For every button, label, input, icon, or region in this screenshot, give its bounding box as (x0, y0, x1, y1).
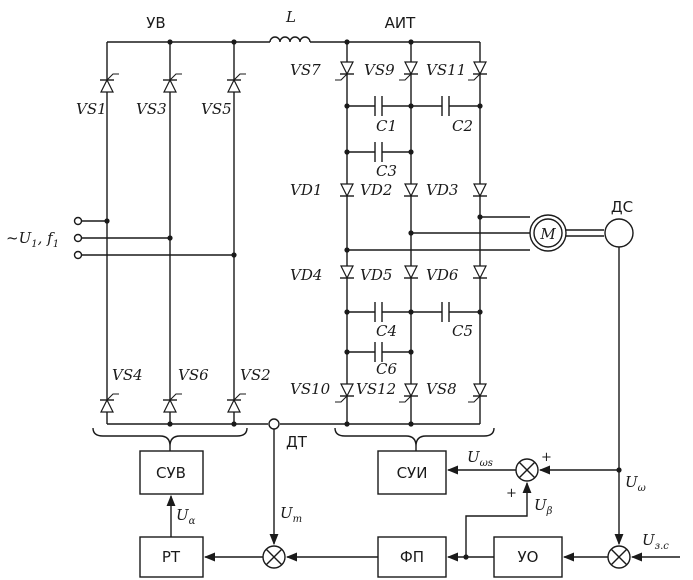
rectifier-header: УВ (146, 14, 165, 32)
thyristor-vs11-icon (468, 61, 487, 81)
block-suv-label: СУВ (156, 464, 186, 482)
label-vd3: VD3 (426, 181, 458, 199)
diode-vd1-icon (340, 183, 354, 198)
thyristor-vs2-icon (227, 393, 246, 413)
label-vs3: VS3 (136, 100, 167, 118)
label-vs2: VS2 (240, 366, 271, 384)
label-vs6: VS6 (178, 366, 209, 384)
capacitor-c5-icon (411, 302, 480, 322)
label-c3: C3 (376, 162, 397, 180)
diode-vd5-icon (404, 265, 418, 280)
ac-supply-terminals (73, 216, 234, 260)
inverter-brace (334, 427, 495, 447)
label-vs1: VS1 (76, 100, 107, 118)
label-vd4: VD4 (290, 266, 322, 284)
thyristor-vs12-icon (399, 383, 418, 403)
motor-label: M (539, 225, 556, 243)
label-vs9: VS9 (364, 61, 395, 79)
block-uo (493, 536, 563, 578)
sign-plus-speed: + (541, 450, 552, 465)
capacitor-c2-icon (411, 96, 480, 116)
label-vd1: VD1 (290, 181, 322, 199)
summing-junction-speed-icon (607, 545, 631, 569)
inverter-header: АИТ (385, 14, 416, 32)
thyristor-vs8-icon (468, 383, 487, 403)
supply-label: ~U1, f1 (6, 229, 59, 250)
capacitor-c4-icon (347, 302, 411, 322)
diode-vd6-icon (473, 265, 487, 280)
motor-icon (529, 214, 567, 252)
signal-wires (166, 247, 680, 562)
thyristor-vs9-icon (399, 61, 418, 81)
signal-u-alpha: Uα (176, 506, 196, 527)
thyristor-vs4-icon (100, 393, 119, 413)
summing-junction-current-icon (262, 545, 286, 569)
diode-vd3-icon (473, 183, 487, 198)
thyristor-vs1-icon (100, 73, 119, 93)
label-vs12: VS12 (356, 380, 396, 398)
label-vs8: VS8 (426, 380, 457, 398)
label-c2: C2 (452, 117, 473, 135)
thyristor-vs10-icon (335, 383, 354, 403)
summing-junction-slip-icon (515, 458, 539, 482)
motor-phase-wires (344, 214, 530, 253)
diode-vd4-icon (340, 265, 354, 280)
label-vs5: VS5 (201, 100, 232, 118)
thyristor-vs5-icon (227, 73, 246, 93)
signal-u-beta: Uβ (534, 496, 553, 517)
speed-sensor-label: ДС (611, 198, 633, 216)
signal-u-t: Uт (280, 504, 302, 525)
label-c6: C6 (376, 360, 397, 378)
label-vs11: VS11 (426, 61, 466, 79)
block-sui (377, 450, 447, 495)
capacitor-c3-icon (347, 142, 411, 162)
signal-u-zs: Uз.с (642, 531, 669, 552)
diode-vd2-icon (404, 183, 418, 198)
inductor-label: L (285, 8, 296, 26)
label-c1: C1 (376, 117, 397, 135)
block-fp-label: ФП (400, 548, 424, 566)
capacitor-c6-icon (347, 342, 411, 362)
signal-u-w: Uω (625, 473, 646, 494)
block-uo-label: УО (518, 548, 539, 566)
current-sensor-label: ДТ (286, 433, 308, 451)
label-vd6: VD6 (426, 266, 459, 284)
motor-shaft (566, 229, 604, 237)
block-rt-label: РТ (162, 548, 181, 566)
label-vd5: VD5 (360, 266, 392, 284)
label-vd2: VD2 (360, 181, 392, 199)
thyristor-vs7-icon (335, 61, 354, 81)
dc-bus-bottom (107, 418, 480, 430)
signal-u-ws: Uωs (467, 448, 493, 469)
block-sui-label: СУИ (397, 464, 428, 482)
sign-plus-beta: + (506, 486, 517, 501)
label-vs4: VS4 (112, 366, 143, 384)
label-vs10: VS10 (290, 380, 331, 398)
rectifier-brace (92, 427, 248, 447)
block-suv (139, 450, 204, 495)
current-sensor-icon (268, 418, 280, 430)
label-vs7: VS7 (290, 61, 321, 79)
block-fp (377, 536, 447, 578)
speed-sensor-icon (604, 218, 634, 248)
thyristor-vs6-icon (163, 393, 182, 413)
label-c4: C4 (376, 322, 397, 340)
thyristor-vs3-icon (163, 73, 182, 93)
capacitor-c1-icon (347, 96, 411, 116)
dc-bus-top (107, 36, 480, 43)
label-c5: C5 (452, 322, 473, 340)
